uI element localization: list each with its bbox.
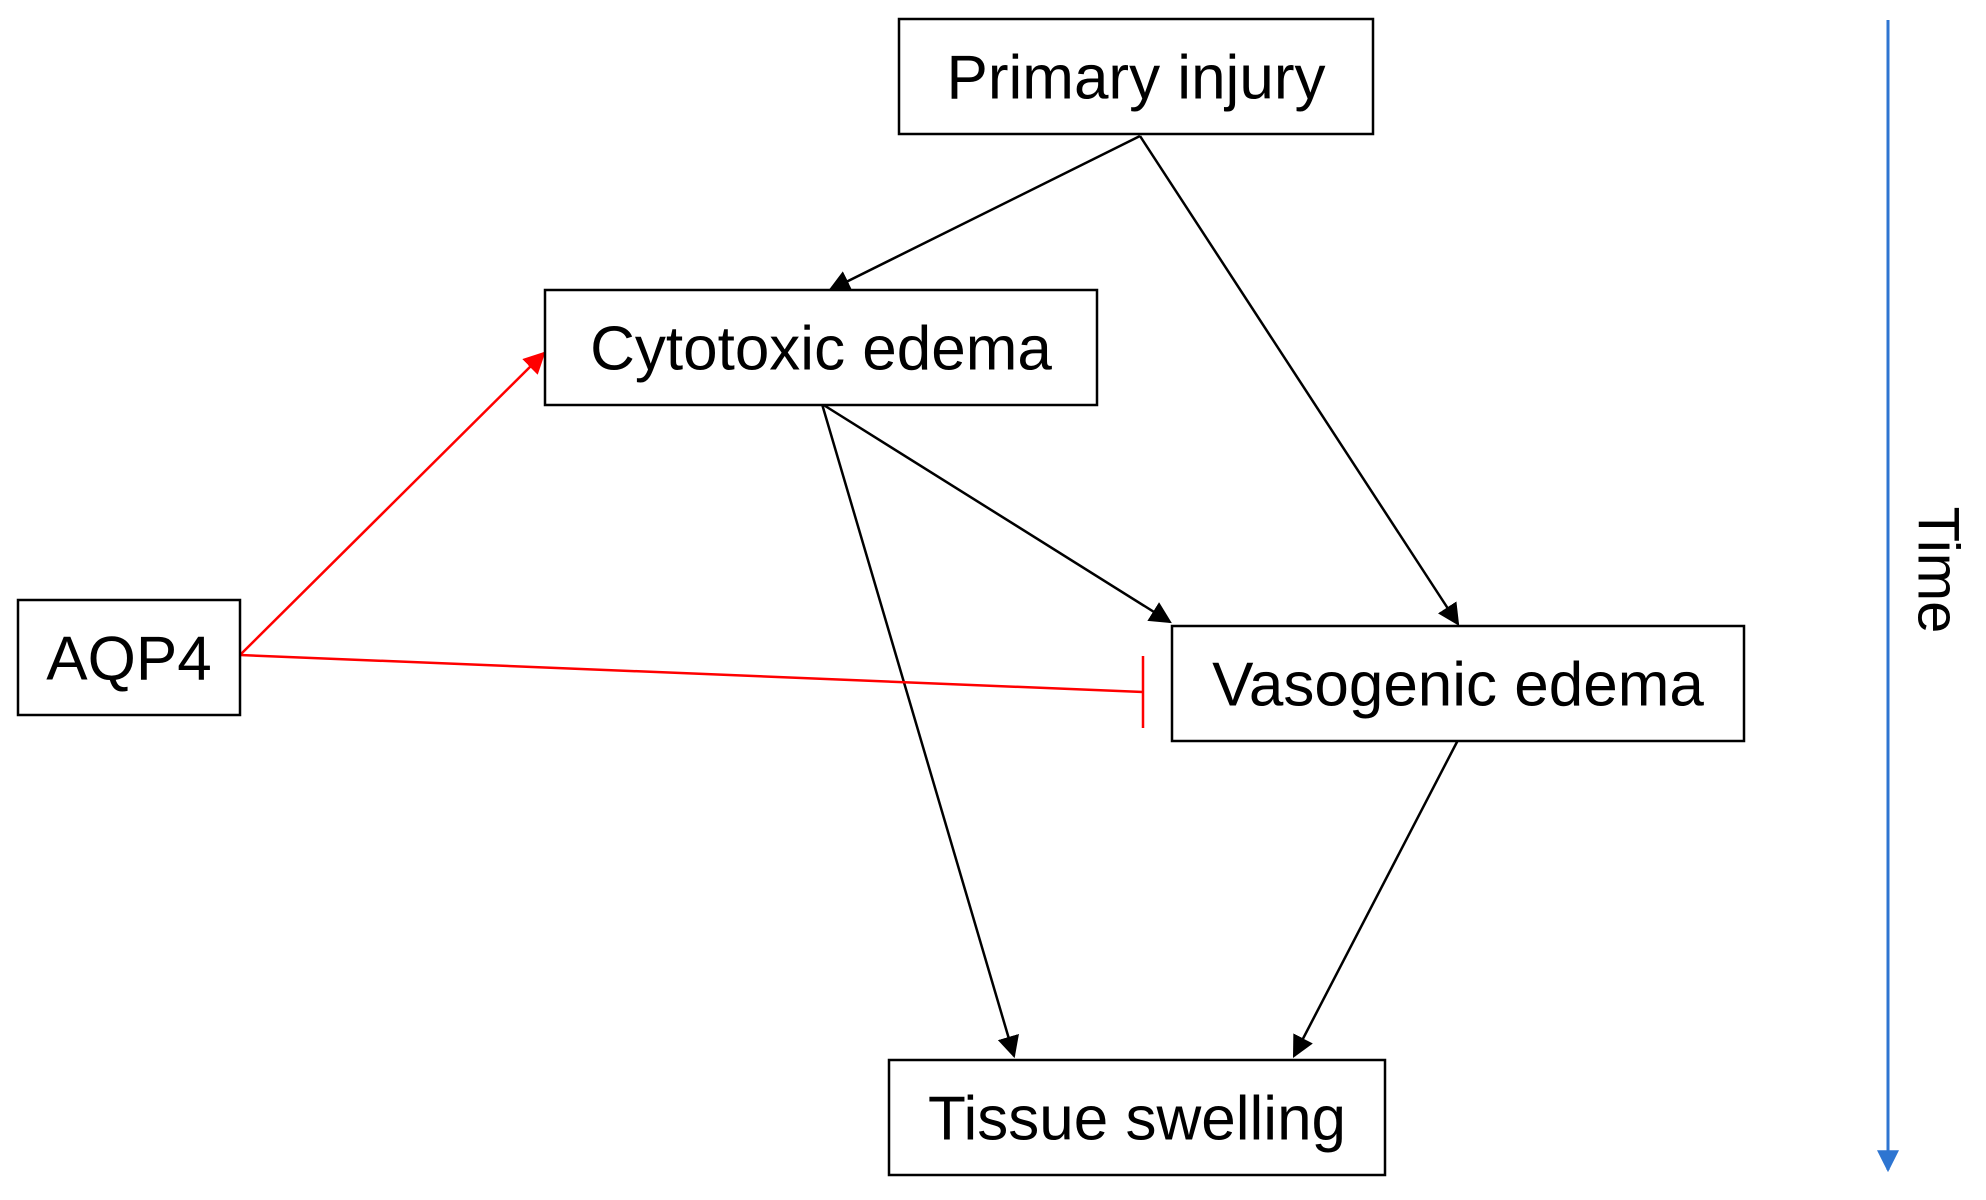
node-cytotoxic-edema: Cytotoxic edema: [543, 288, 1099, 407]
edge-primary-injury-to-cytotoxic-edema: [828, 134, 1141, 292]
node-tissue-swelling: Tissue swelling: [887, 1058, 1387, 1177]
edge-cytotoxic-edema-to-vasogenic-edema: [821, 402, 1172, 624]
edge-vasogenic-edema-to-tissue-swelling: [1292, 739, 1460, 1058]
node-primary-injury-label: Primary injury: [947, 44, 1326, 113]
node-tissue-swelling-label: Tissue swelling: [928, 1085, 1346, 1154]
node-vasogenic-edema: Vasogenic edema: [1170, 624, 1746, 743]
edge-aqp4-inhibits-vasogenic-edema: [239, 653, 1144, 694]
node-aqp4: AQP4: [16, 598, 242, 717]
node-cytotoxic-edema-label: Cytotoxic edema: [590, 315, 1052, 384]
edge-primary-injury-to-vasogenic-edema: [1138, 135, 1460, 626]
node-aqp4-label: AQP4: [46, 625, 211, 694]
time-axis-label: Time: [1906, 507, 1971, 634]
node-primary-injury: Primary injury: [897, 17, 1375, 136]
node-vasogenic-edema-label: Vasogenic edema: [1212, 651, 1704, 720]
edge-cytotoxic-edema-to-tissue-swelling: [820, 403, 1019, 1059]
edge-aqp4-to-cytotoxic-edema: [239, 351, 546, 656]
